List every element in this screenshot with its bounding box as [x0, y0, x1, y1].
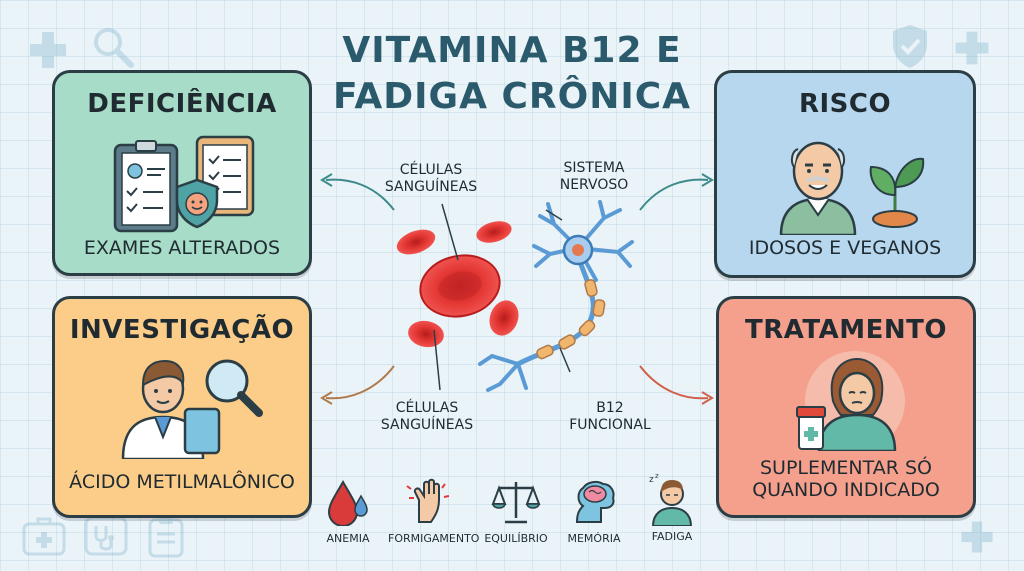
- blood-drop-icon: [327, 479, 368, 527]
- card-text: IDOSOS E VEGANOS: [748, 237, 942, 259]
- label-line: NERVOSO: [559, 177, 629, 193]
- label-line: CÉLULAS: [395, 400, 459, 416]
- symptom-memory: MEMÓRIA: [554, 476, 634, 545]
- card-tratamento: TRATAMENTO SUPLEMENTAR SÓ QUANDO INDICAD…: [716, 296, 976, 518]
- symptom-label: MEMÓRIA: [567, 532, 621, 545]
- symptom-label: ANEMIA: [326, 532, 370, 545]
- card-text: EXAMES ALTERADOS: [83, 237, 281, 259]
- lab-results-clipboard-icon: [113, 135, 255, 233]
- label-line: SANGUÍNEAS: [380, 417, 474, 433]
- arrow-to-deficiencia: [320, 173, 395, 211]
- title-line-1: VITAMINA B12 E: [342, 30, 682, 71]
- label-line: SISTEMA: [563, 160, 625, 176]
- arrow-to-risco: [639, 173, 714, 211]
- medical-cross-icon: [30, 32, 66, 68]
- label-cells-top: CÉLULAS SANGUÍNEAS: [376, 162, 486, 196]
- card-investigacao: INVESTIGAÇÃO ÁCIDO METILMALÔNICO: [52, 296, 312, 518]
- card-text: ÁCIDO METILMALÔNICO: [69, 471, 295, 493]
- medical-cross-icon: [955, 31, 989, 65]
- brain-icon: [575, 480, 615, 523]
- svg-text:z: z: [649, 475, 654, 485]
- arrow-to-tratamento: [639, 365, 714, 405]
- card-title: DEFICIÊNCIA: [87, 89, 277, 119]
- patient-with-medicine-icon: [796, 351, 905, 451]
- label-line: B12: [596, 400, 624, 416]
- label-line: SANGUÍNEAS: [384, 179, 478, 195]
- card-deficiencia: DEFICIÊNCIA EXAMES ALTERADOS: [52, 70, 312, 276]
- card-risco: RISCO IDOSOS E VEGANOS: [714, 70, 976, 278]
- tingling-hand-icon: [406, 478, 450, 523]
- label-leader-lines: [433, 203, 571, 391]
- card-text: SUPLEMENTAR SÓ QUANDO INDICADO: [719, 457, 973, 501]
- balance-scale-icon: [491, 482, 541, 524]
- symptom-balance: EQUILÍBRIO: [476, 476, 556, 545]
- card-title: INVESTIGAÇÃO: [69, 315, 295, 345]
- magnifier-icon: [94, 28, 134, 68]
- symptom-label: EQUILÍBRIO: [484, 532, 548, 545]
- shield-icon: [893, 25, 927, 68]
- red-blood-cells-illustration: [396, 221, 519, 348]
- symptom-label: FORMIGAMENTO: [388, 532, 480, 545]
- symptom-anemia: ANEMIA: [308, 476, 388, 545]
- symptom-label: FADIGA: [651, 530, 693, 543]
- page-title: VITAMINA B12 E FADIGA CRÔNICA: [300, 28, 724, 120]
- arrow-to-investigacao: [320, 365, 395, 405]
- label-b12-functional: B12 FUNCIONAL: [560, 400, 660, 434]
- card-text-line-1: SUPLEMENTAR SÓ: [759, 457, 932, 479]
- label-cells-bottom: CÉLULAS SANGUÍNEAS: [372, 400, 482, 434]
- svg-text:z: z: [655, 472, 659, 480]
- symptom-tingling: FORMIGAMENTO: [388, 476, 480, 545]
- elderly-person-icon: [779, 141, 857, 235]
- stethoscope-icon: [84, 516, 128, 556]
- label-line: FUNCIONAL: [569, 417, 651, 433]
- medical-cross-icon: [961, 521, 993, 553]
- title-line-2: FADIGA CRÔNICA: [332, 76, 692, 117]
- medical-kit-icon: [22, 517, 66, 556]
- sprouting-plant-icon: [869, 157, 925, 228]
- card-title: TRATAMENTO: [745, 315, 947, 345]
- card-text-line-2: QUANDO INDICADO: [752, 479, 940, 501]
- doctor-magnifier-icon: [121, 359, 263, 459]
- label-line: CÉLULAS: [399, 162, 463, 178]
- label-nervous-system: SISTEMA NERVOSO: [544, 160, 644, 194]
- card-title: RISCO: [798, 89, 892, 119]
- clipboard-icon: [148, 516, 184, 558]
